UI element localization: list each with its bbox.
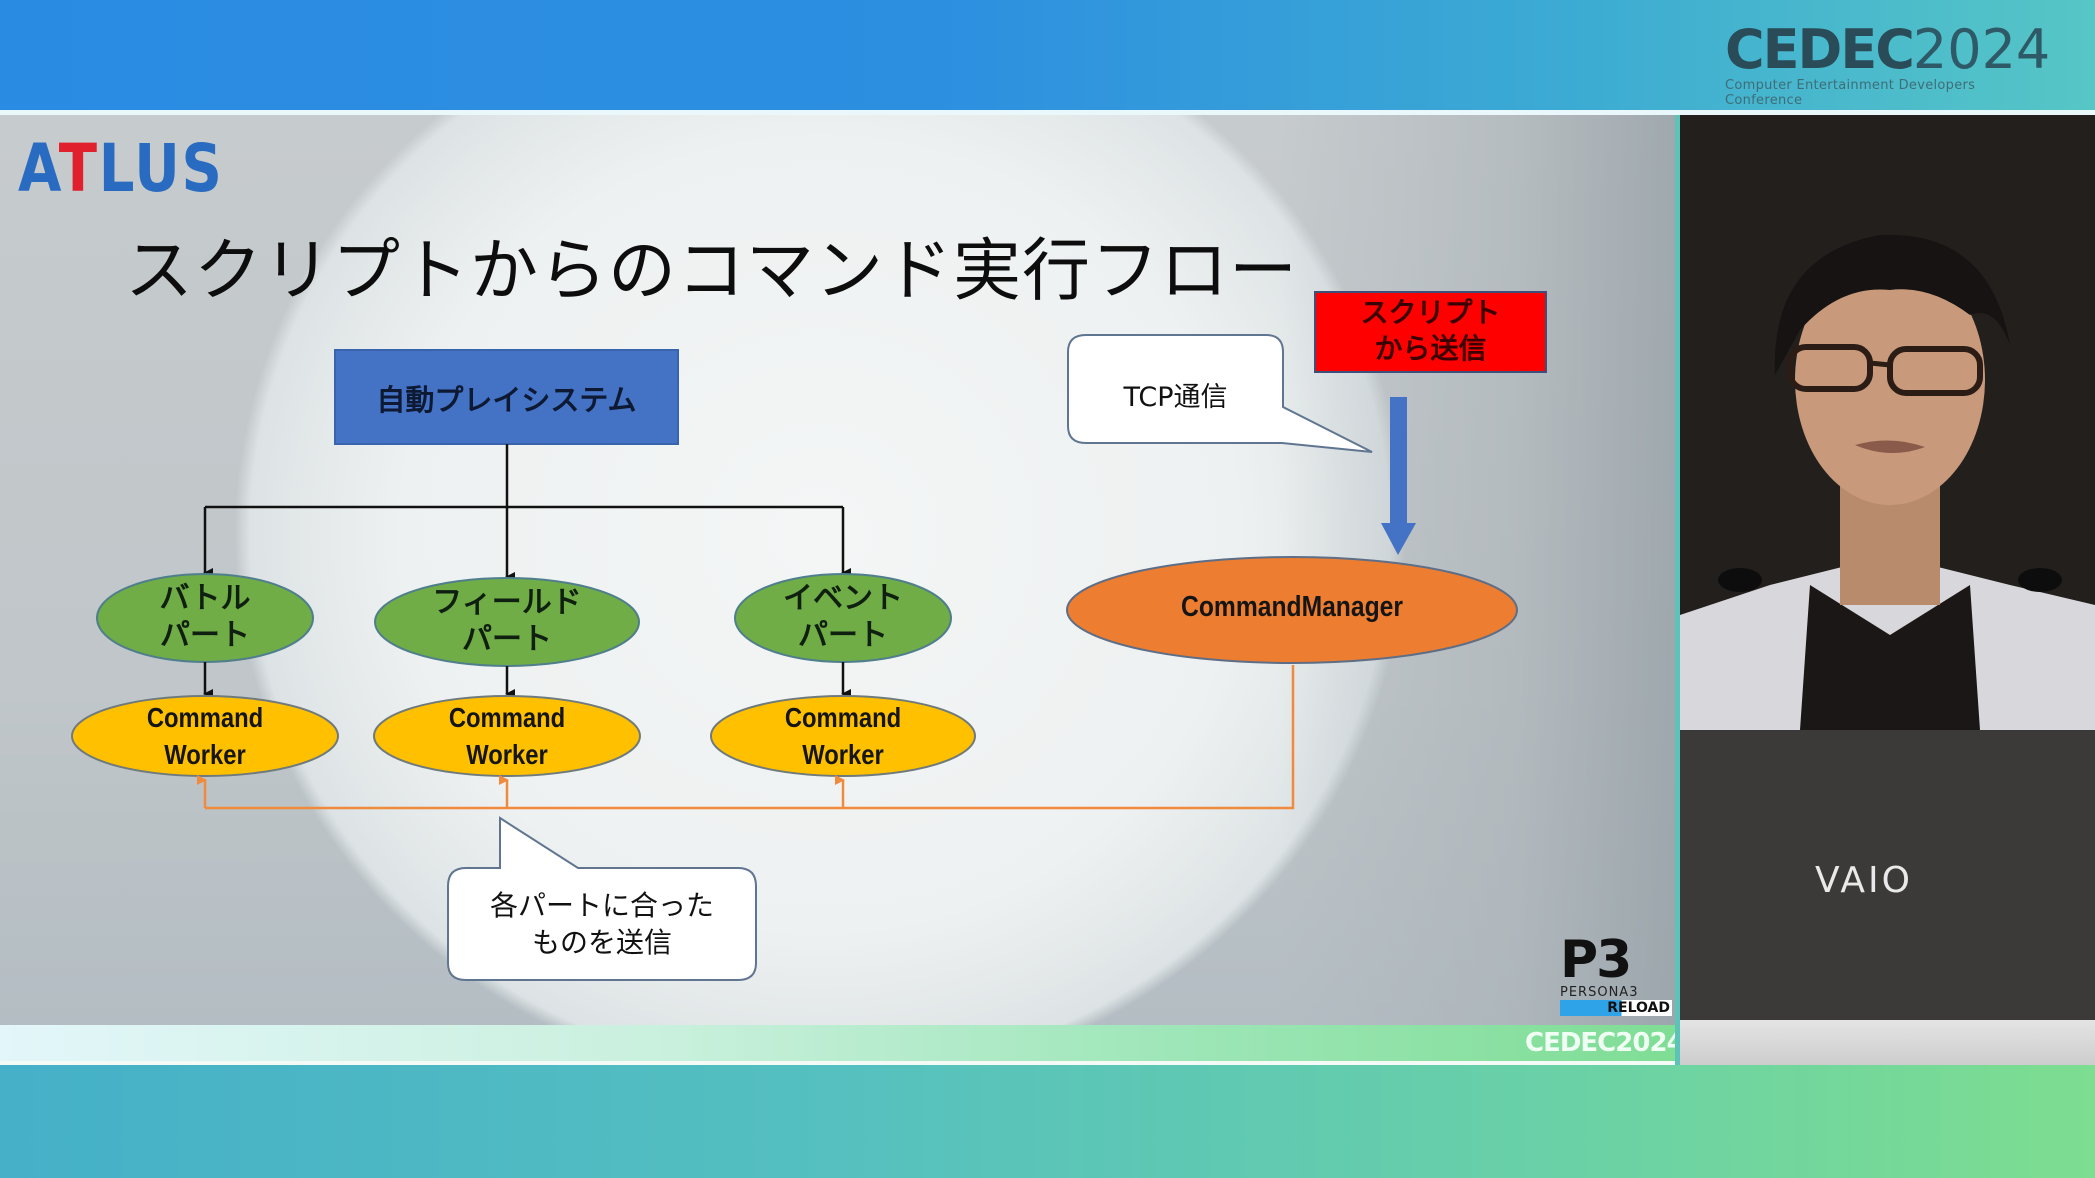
per-part-callout-bubble [447, 816, 757, 981]
persona3-reload-logo: P3 PERSONA3 RELOAD [1560, 930, 1672, 1025]
blue-arrow-shaft [1390, 397, 1407, 525]
bottom-banner [0, 1065, 2095, 1178]
p3-mark: P3 [1560, 930, 1632, 990]
microphone-right [2018, 568, 2062, 592]
atlus-logo: ATLUS [18, 130, 224, 207]
cedec-brand: CEDEC [1725, 18, 1915, 81]
blue-arrow-head [1381, 523, 1416, 555]
script-send-box [1314, 291, 1547, 373]
command-manager-node [1066, 556, 1518, 664]
reload-wordmark: RELOAD [1560, 1000, 1672, 1016]
persona-wordmark: PERSONA3 [1560, 985, 1639, 1000]
laptop-lid [1680, 730, 2095, 1030]
slide-title: スクリプトからのコマンド実行フロー [125, 232, 1299, 311]
podium-desk [1680, 1020, 2095, 1065]
flow-diagram [71, 291, 1547, 981]
cedec-year: 2024 [1912, 18, 2051, 81]
speaker-hair [1774, 234, 2010, 375]
per-part-callout-label: 各パートに合った ものを送信 [489, 889, 714, 959]
cedec-tagline: Computer Entertainment Developers Confer… [1725, 78, 1976, 108]
divider [0, 110, 2095, 115]
speaker-camera-feed: VAIO [1680, 115, 2095, 1065]
vaio-logo: VAIO [1815, 860, 1913, 901]
field-part-label: フィールド パート [432, 585, 582, 657]
command-manager-label: CommandManager [1181, 591, 1403, 623]
microphone-left [1718, 568, 1762, 592]
glasses-bridge [1869, 360, 1891, 368]
speaker-figure [1680, 234, 2095, 730]
root-node-box [334, 349, 679, 445]
cedec-logo: CEDEC2024 Computer Entertainment Develop… [1725, 18, 2055, 109]
speaker-mouth [1855, 440, 1925, 454]
battle-worker-label: Command Worker [146, 702, 264, 770]
slide-footer-bar [0, 1025, 1675, 1065]
event-worker-label: Command Worker [784, 702, 902, 770]
field-worker-label: Command Worker [448, 702, 566, 770]
tcp-callout-label: TCP通信 [1123, 382, 1228, 413]
presentation-slide: ATLUS スクリプトからのコマンド実行フロー [0, 115, 1675, 1065]
glasses-right-lens [1887, 346, 1983, 396]
glasses-left-lens [1787, 344, 1873, 392]
slide-cedec-logo: CEDEC2024 [1525, 1028, 1675, 1058]
manager-distribution-line [205, 665, 1295, 810]
script-send-label: スクリプト から送信 [1360, 296, 1501, 365]
top-banner [0, 0, 2095, 112]
event-part-label: イベント パート [783, 581, 903, 653]
tcp-callout-bubble [1067, 334, 1373, 453]
speaker-shirt [1800, 585, 1980, 730]
battle-part-label: バトル パート [159, 581, 251, 653]
root-node-label: 自動プレイシステム [376, 383, 637, 417]
